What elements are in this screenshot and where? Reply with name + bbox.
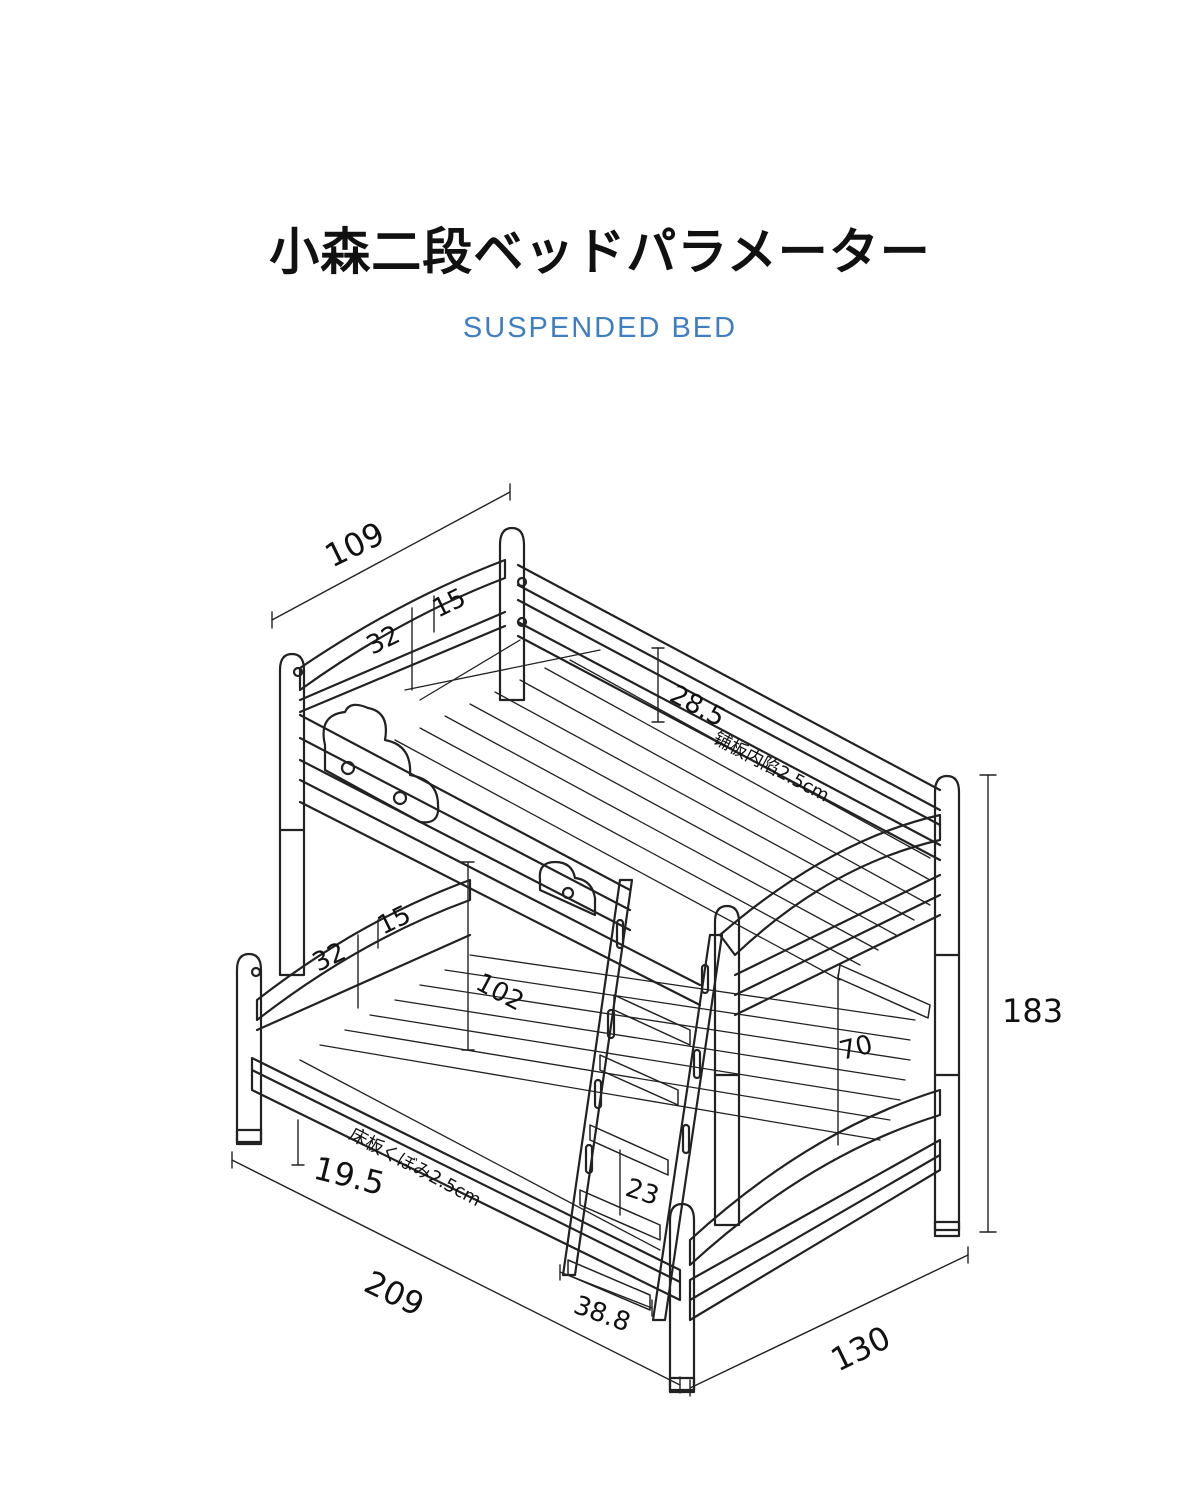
post-bottom-front-left bbox=[235, 952, 263, 1144]
dim-under-clearance: 70 bbox=[836, 1030, 875, 1067]
bottom-bunk bbox=[235, 878, 961, 1394]
top-front-guard bbox=[298, 713, 632, 892]
dim-length: 209 bbox=[358, 1263, 430, 1324]
dim-total-height: 183 bbox=[1002, 992, 1063, 1030]
small-cloud-icon bbox=[538, 860, 597, 917]
bottom-headboard bbox=[255, 878, 472, 1022]
page-subtitle: SUSPENDED BED bbox=[462, 312, 738, 344]
page-title: 小森二段ベッドパラメーター bbox=[269, 223, 931, 281]
post-back-left bbox=[498, 526, 526, 702]
bottom-slats bbox=[299, 954, 916, 1251]
top-headboard bbox=[298, 558, 507, 692]
dim-bottom-rail-left: 32 bbox=[308, 937, 351, 978]
dim-top-guard: 28.5 bbox=[665, 680, 730, 734]
post-front-left bbox=[278, 652, 306, 977]
post-bottom-front-right bbox=[668, 1202, 696, 1392]
bottom-footboard bbox=[688, 1088, 942, 1267]
top-bunk bbox=[278, 526, 961, 1232]
ladder bbox=[561, 878, 724, 1322]
cloud-guard-icon bbox=[322, 703, 440, 824]
dim-width: 130 bbox=[825, 1318, 897, 1379]
bottom-front-rail bbox=[250, 1056, 682, 1302]
dim-top-width: 109 bbox=[319, 514, 391, 575]
top-back-rail-1 bbox=[516, 563, 942, 792]
dimension-lines bbox=[231, 483, 997, 1397]
post-front-right bbox=[713, 904, 741, 1227]
top-footboard bbox=[718, 813, 942, 957]
top-slats bbox=[394, 639, 931, 981]
dim-step-spacing: 23 bbox=[622, 1173, 663, 1212]
post-back-right bbox=[933, 774, 961, 1232]
